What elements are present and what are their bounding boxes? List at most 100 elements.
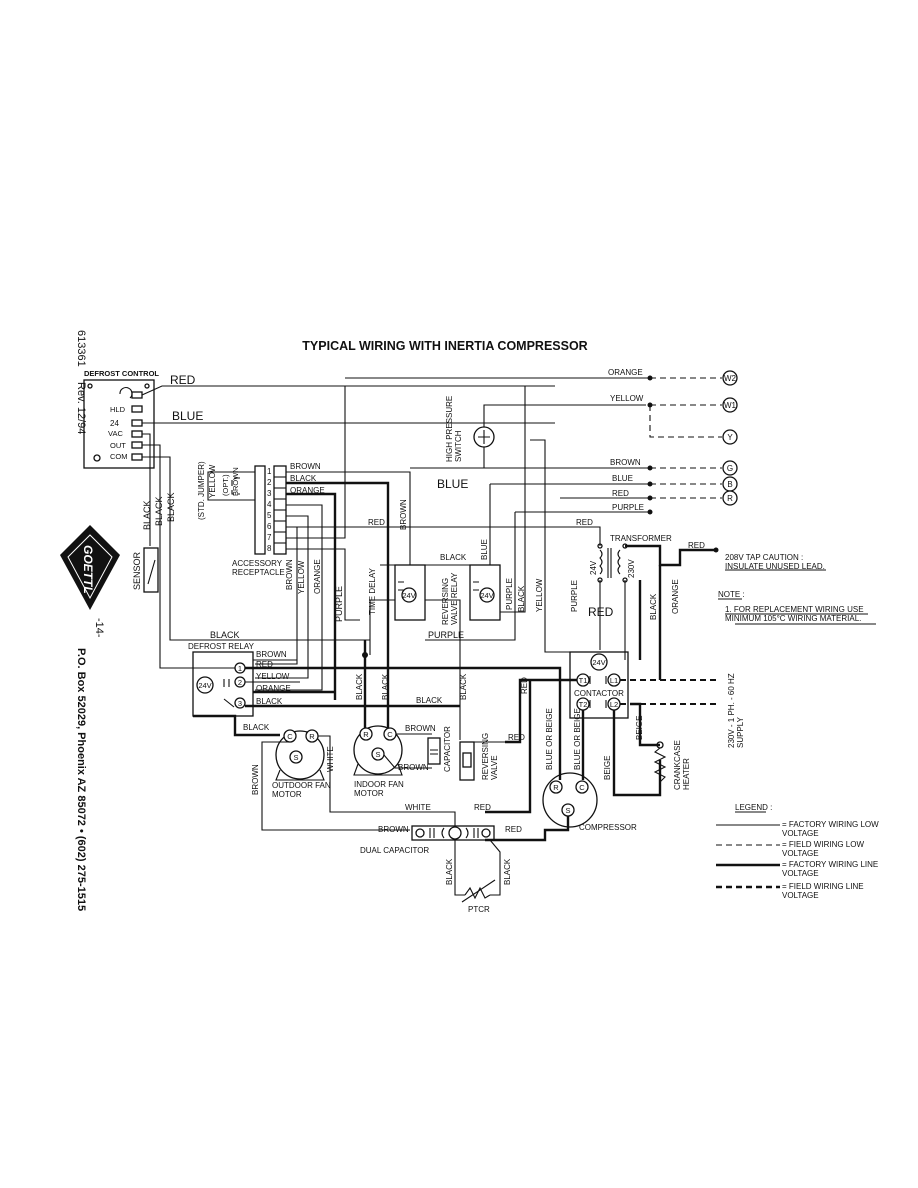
label-blue-or-beige-1: BLUE OR BEIGE (545, 708, 554, 770)
svg-text:S: S (293, 753, 298, 762)
svg-text:C: C (387, 730, 393, 739)
label-red-tr: RED (576, 518, 593, 527)
svg-text:2: 2 (238, 678, 242, 687)
terminal-hld: HLD (110, 405, 126, 414)
label-brown-g: BROWN (610, 458, 641, 467)
terminal-y: Y (727, 433, 733, 442)
note-heading: NOTE : (718, 590, 745, 599)
ptcr-label: PTCR (468, 905, 490, 914)
ptcr: PTCR (461, 879, 496, 914)
label-purple-v: PURPLE (334, 586, 344, 622)
sensor: SENSOR (132, 547, 159, 593)
label-black-rvalve: BLACK (459, 673, 468, 700)
label-orange-v: ORANGE (313, 559, 322, 594)
dual-capacitor-label: DUAL CAPACITOR (360, 846, 429, 855)
label-beige-1: BEIGE (603, 756, 612, 780)
svg-text:4: 4 (267, 500, 272, 509)
svg-text:5: 5 (267, 511, 272, 520)
svg-text:S: S (565, 806, 570, 815)
terminal-r: R (727, 494, 733, 503)
time-delay-coil: 24V (402, 591, 415, 600)
contactor-l1: L1 (610, 676, 618, 685)
thermostat-terminals: W2 W1 Y G B R (722, 370, 738, 506)
transformer: TRANSFORMER 24V 230V (589, 534, 672, 583)
std-jumper-label: (STD. JUMPER) (197, 461, 206, 520)
revision: Rev. 12/94 (75, 382, 87, 434)
high-pressure-switch-label: HIGH PRESSURESWITCH (445, 396, 463, 462)
label-black-dr: BLACK (210, 630, 240, 640)
label-brown-ofm: BROWN (251, 764, 260, 795)
label-yellow-jumper: YELLOW (208, 464, 217, 498)
contactor-l2: L2 (610, 700, 618, 709)
supply-label: 230V - 1 PH. - 60 HZSUPPLY (727, 673, 745, 748)
label-brown-dc: BROWN (378, 825, 409, 834)
label-purple-rv: PURPLE (505, 578, 514, 610)
company-address: P.O. Box 52029, Phoenix AZ 85072 • (602)… (75, 648, 87, 911)
label-purple-tr: PURPLE (570, 580, 579, 612)
label-orange-tr: ORANGE (671, 579, 680, 614)
transformer-label: TRANSFORMER (610, 534, 672, 543)
terminal-b: B (727, 480, 732, 489)
svg-text:C: C (287, 732, 293, 741)
label-black-dr2: BLACK (256, 697, 283, 706)
doc-number: 613361 (75, 330, 87, 367)
label-red-rvalve: RED (508, 733, 525, 742)
terminal-24: 24 (110, 419, 119, 428)
svg-text:1: 1 (267, 467, 272, 476)
sensor-label: SENSOR (132, 551, 142, 590)
svg-text:7: 7 (267, 533, 272, 542)
label-black-dr3: BLACK (416, 696, 443, 705)
label-red-r: RED (612, 489, 629, 498)
opt-label: (OPT.) (221, 474, 230, 496)
terminal-vac: VAC (108, 429, 123, 438)
label-black-ifm1: BLACK (355, 673, 364, 700)
label-black-2: BLACK (154, 496, 164, 526)
label-yellow-w1: YELLOW (610, 394, 644, 403)
compressor: R C S COMPRESSOR (542, 772, 637, 832)
label-brown-cap: BROWN (405, 724, 436, 733)
terminal-w1: W1 (724, 401, 737, 410)
svg-text:3: 3 (267, 489, 272, 498)
label-yellow-dr: YELLOW (256, 672, 290, 681)
label-black-ifm2: BLACK (381, 673, 390, 700)
rv-relay-label: REVERSINGVALVE RELAY (441, 572, 459, 625)
terminal-com: COM (110, 452, 128, 461)
svg-text:S: S (375, 750, 380, 759)
label-orange-w2: ORANGE (608, 368, 643, 377)
label-blue-or-beige-2: BLUE OR BEIGE (573, 708, 582, 770)
label-brown-dr: BROWN (256, 650, 287, 659)
reversing-valve-label: REVERSINGVALVE (481, 733, 499, 780)
label-brown-r1: BROWN (290, 462, 321, 471)
label-black-ptcr1: BLACK (445, 858, 454, 885)
svg-text:R: R (553, 783, 559, 792)
label-black-rv: BLACK (517, 585, 526, 612)
svg-text:8: 8 (267, 544, 272, 553)
logo-text: GOETTL (81, 545, 95, 594)
defrost-control: DEFROST CONTROL HLD 24 VAC OUT COM (83, 369, 159, 469)
contactor-t2: T2 (579, 700, 588, 709)
svg-text:3: 3 (238, 699, 242, 708)
defrost-relay-label: DEFROST RELAY (188, 642, 255, 651)
label-black-ofm: BLACK (243, 723, 270, 732)
svg-text:6: 6 (267, 522, 272, 531)
label-black-r2: BLACK (290, 474, 317, 483)
contactor-coil: 24V (592, 658, 605, 667)
label-yellow-v: YELLOW (297, 560, 306, 594)
crankcase-heater: CRANKCASEHEATER (653, 740, 691, 790)
label-red-mid: RED (368, 518, 385, 527)
terminal-out: OUT (110, 441, 126, 450)
goettl-logo: GOETTL (60, 525, 120, 610)
label-red-ct: RED (520, 677, 529, 694)
label-black-relay: BLACK (440, 553, 467, 562)
page-number: -14- (93, 618, 105, 638)
label-blue-rv: BLUE (480, 539, 489, 560)
terminal-w2: W2 (724, 374, 737, 383)
label-blue-mid: BLUE (437, 477, 468, 491)
label-brown-v: BROWN (285, 559, 294, 590)
transformer-24v: 24V (589, 560, 598, 575)
legend-title: LEGEND : (735, 803, 772, 812)
